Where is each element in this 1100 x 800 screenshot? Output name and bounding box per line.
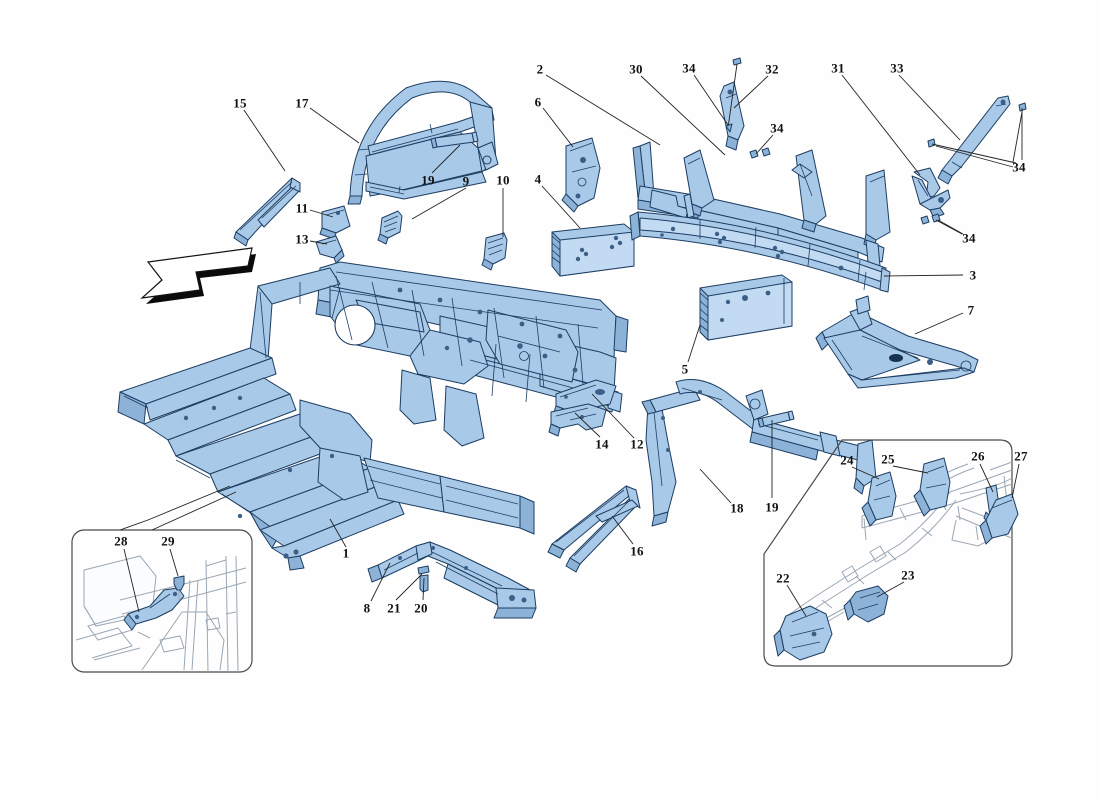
callout-label-34c[interactable]: 34 <box>1012 159 1026 175</box>
callout-label-10[interactable]: 10 <box>496 172 510 188</box>
callout-label-34a[interactable]: 34 <box>682 60 696 76</box>
callout-label-22[interactable]: 22 <box>776 570 790 586</box>
callout-label-13[interactable]: 13 <box>295 231 309 247</box>
callout-label-24[interactable]: 24 <box>840 452 854 468</box>
callout-label-1[interactable]: 1 <box>342 545 350 561</box>
callout-label-34b[interactable]: 34 <box>770 120 784 136</box>
part-34-bolt-d <box>920 213 963 235</box>
left-detail-inset <box>71 529 253 673</box>
part-34-bolt-c <box>927 102 1027 164</box>
part-17-roof-arch-frame <box>347 80 499 205</box>
callout-label-11[interactable]: 11 <box>295 200 309 216</box>
callout-label-6[interactable]: 6 <box>534 94 542 110</box>
part-11-bracket <box>319 205 351 240</box>
part-31-strut <box>911 167 951 219</box>
callout-leader-lines <box>119 74 1023 617</box>
part-34-bolt-a <box>725 57 742 133</box>
callout-label-21[interactable]: 21 <box>387 600 401 616</box>
callout-label-33[interactable]: 33 <box>890 60 904 76</box>
callout-label-7[interactable]: 7 <box>967 302 975 318</box>
part-15-side-rail <box>233 177 301 247</box>
right-detail-inset <box>763 439 1019 667</box>
part-9-bracket <box>377 210 403 245</box>
callout-label-2[interactable]: 2 <box>536 61 544 77</box>
part-18-rear-arch-structure <box>641 379 877 527</box>
orientation-arrow <box>140 247 256 304</box>
part-19-spacer-bar-upper <box>430 131 479 149</box>
callout-label-17[interactable]: 17 <box>295 95 309 111</box>
part-4-closing-panel <box>551 223 635 277</box>
callout-label-28[interactable]: 28 <box>114 533 128 549</box>
callout-label-3[interactable]: 3 <box>969 267 977 283</box>
part-7-suspension-arm-mount <box>815 295 979 389</box>
part-13-bracket <box>315 235 345 264</box>
callout-label-18[interactable]: 18 <box>730 500 744 516</box>
part-3-rear-crossmember <box>629 211 891 293</box>
part-14-support-bracket <box>548 403 607 437</box>
callout-label-20[interactable]: 20 <box>414 600 428 616</box>
callout-label-31[interactable]: 31 <box>831 60 845 76</box>
part-33-strut <box>937 95 1011 185</box>
part-16-diagonal-brace <box>547 485 641 573</box>
callout-label-29[interactable]: 29 <box>161 533 175 549</box>
part-19-spacer-bar-lower <box>757 410 795 428</box>
callout-label-27[interactable]: 27 <box>1014 448 1028 464</box>
callout-label-19b[interactable]: 19 <box>765 499 779 515</box>
part-32-strut <box>719 81 745 151</box>
part-34-bolt-b <box>749 147 771 159</box>
callout-label-12[interactable]: 12 <box>630 436 644 452</box>
callout-label-14[interactable]: 14 <box>595 436 609 452</box>
callout-label-34d[interactable]: 34 <box>962 230 976 246</box>
callout-label-5[interactable]: 5 <box>681 361 689 377</box>
callout-label-16[interactable]: 16 <box>630 543 644 559</box>
callout-label-25[interactable]: 25 <box>881 451 895 467</box>
callout-label-9[interactable]: 9 <box>462 173 470 189</box>
callout-label-8[interactable]: 8 <box>363 600 371 616</box>
callout-label-19[interactable]: 19 <box>421 172 435 188</box>
callout-label-30[interactable]: 30 <box>629 61 643 77</box>
callout-label-23[interactable]: 23 <box>901 567 915 583</box>
part-6-front-bracket <box>561 137 601 213</box>
callout-label-32[interactable]: 32 <box>765 61 779 77</box>
part-10-bracket <box>481 232 508 271</box>
callout-label-26[interactable]: 26 <box>971 448 985 464</box>
callout-label-4[interactable]: 4 <box>534 171 542 187</box>
part-21-fastener <box>417 565 430 575</box>
part-8-lower-suspension-frame <box>367 541 537 619</box>
callout-label-15[interactable]: 15 <box>233 95 247 111</box>
part-5-closing-panel <box>699 274 793 341</box>
